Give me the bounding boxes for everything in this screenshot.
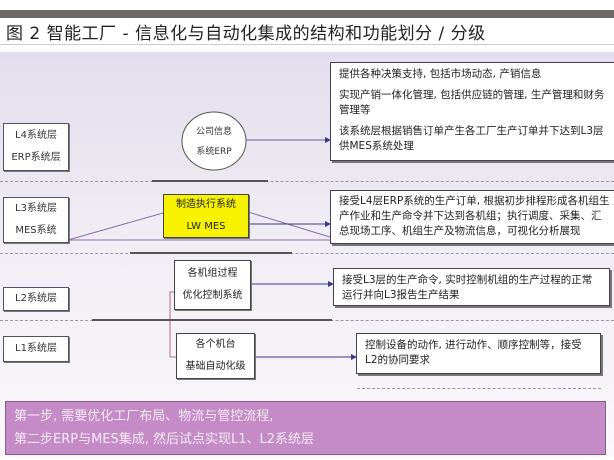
- level-label: L1系统层: [15, 343, 57, 354]
- level-l1: L1系统层: [3, 336, 69, 362]
- top-bar: [0, 10, 614, 18]
- banner-step-1: 第一步, 需要优化工厂布局、物流与管控流程,: [14, 409, 274, 424]
- l2-system-node: 各机组过程 优化控制系统: [174, 260, 251, 310]
- l3-description: 接受L4层ERP系统的生产订单, 根据初步排程形成各机组生产作业和生产命令并下达…: [330, 190, 614, 244]
- mes-system-node: 制造执行系统 LW MES: [163, 194, 249, 238]
- mes-label: 制造执行系统: [176, 199, 236, 210]
- divider-bottom: [357, 388, 601, 389]
- title-divider: [0, 44, 614, 45]
- l1-system-node: 各个机台 基础自动化级: [176, 333, 255, 379]
- divider-l3-l2: [0, 253, 614, 254]
- level-sublabel: MES系统: [15, 225, 57, 236]
- l4-description: 提供各种决策支持, 包括市场动态, 产销信息 实现产销一体化管理, 包括供应链的…: [330, 62, 614, 161]
- l4-desc-item: 提供各种决策支持, 包括市场动态, 产销信息: [339, 68, 542, 80]
- banner-step-2: 第二步ERP与MES集成, 然后试点实现L1、L2系统层: [14, 432, 315, 447]
- level-l4: L4系统层 ERP系统层: [3, 123, 69, 171]
- erp-system-node: 公司信息 系统ERP: [182, 118, 246, 166]
- erp-circle-shape: [181, 111, 247, 171]
- divider-l4-l3: [0, 181, 614, 182]
- level-l3: L3系统层 MES系统: [3, 197, 69, 243]
- level-label: L2系统层: [15, 293, 57, 304]
- figure-title: 图 2 智能工厂 - 信息化与自动化集成的结构和功能划分 / 分级: [6, 24, 486, 44]
- l2-description: 接受L3层的生产命令, 实时控制机组的生产过程的正常运行并向L3报告生产结果: [333, 268, 610, 306]
- l1-sublabel: 基础自动化级: [185, 361, 246, 372]
- mes-connector: [67, 212, 164, 241]
- divider-segment: [92, 319, 332, 321]
- l4-desc-item: 该系统层根据销售订单产生各工厂生产订单并下达到L3层供MES系统处理: [339, 125, 604, 152]
- erp-sublabel: 系统ERP: [196, 147, 232, 157]
- mes-sublabel: LW MES: [186, 221, 226, 232]
- level-l2: L2系统层: [3, 287, 69, 311]
- l2-l1-connector: [169, 291, 176, 358]
- l2-label: 各机组过程: [187, 268, 238, 279]
- level-label: L3系统层: [15, 203, 57, 214]
- l1-description: 控制设备的动作, 进行动作、顺序控制等，接受L2的协同要求: [356, 333, 601, 374]
- l2-sublabel: 优化控制系统: [182, 290, 243, 301]
- level-sublabel: ERP系统层: [11, 152, 61, 163]
- divider-segment: [152, 180, 268, 182]
- level-label: L4系统层: [15, 130, 57, 141]
- roadmap-banner: 第一步, 需要优化工厂布局、物流与管控流程, 第二步ERP与MES集成, 然后试…: [5, 401, 606, 455]
- l4-desc-item: 实现产销一体化管理, 包括供应链的管理, 生产管理和财务管理等: [339, 89, 605, 116]
- erp-label: 公司信息: [195, 127, 232, 137]
- l1-label: 各个机台: [195, 339, 236, 350]
- divider-segment: [130, 252, 292, 254]
